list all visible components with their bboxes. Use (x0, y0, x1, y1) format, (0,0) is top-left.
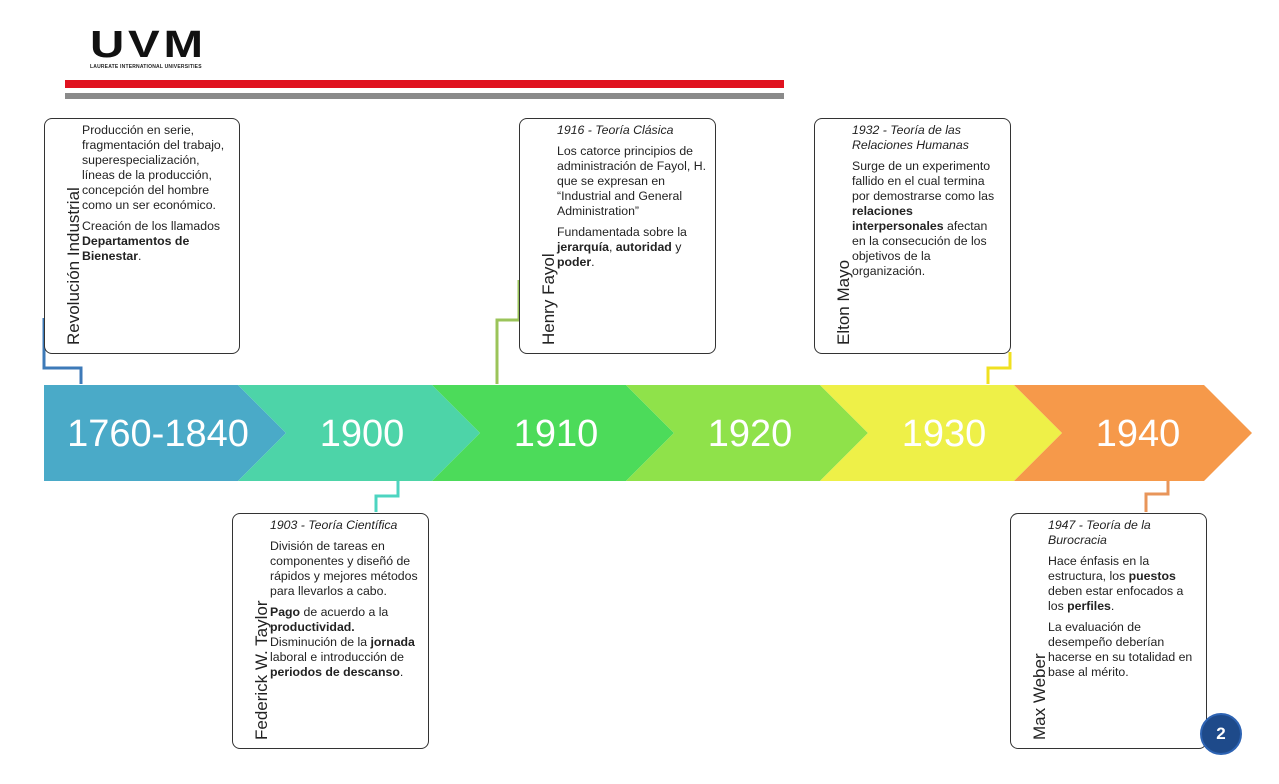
card-paragraph-1: Surge de un experimento fallido en el cu… (852, 159, 1002, 279)
card-paragraph-2: Pago de acuerdo a la productividad. Dism… (270, 605, 420, 680)
card-title: Henry Fayol (539, 253, 558, 345)
chevron-1930 (820, 385, 1062, 481)
text-run-bold: relaciones interpersonales (852, 204, 944, 233)
text-run-bold: periodos de descanso (270, 665, 400, 679)
text-run: . (591, 255, 595, 269)
text-run: , (608, 240, 616, 254)
text-run: Disminución de la (270, 635, 371, 649)
card-side-title: Henry Fayol (520, 119, 558, 353)
card-taylor: Federick W. Taylor 1903 - Teoría Científ… (232, 513, 429, 749)
text-run: . (138, 249, 142, 263)
card-heading: 1916 - Teoría Clásica (557, 123, 674, 137)
text-run-bold: jerarquía (557, 240, 609, 254)
text-run-bold: Departamentos de Bienestar (82, 234, 190, 263)
text-run: de acuerdo a la (300, 605, 389, 619)
text-run-bold: puestos (1128, 569, 1176, 583)
card-paragraph-2: Fundamentada sobre la jerarquía, autorid… (557, 225, 707, 270)
card-heading: 1932 - Teoría de las Relaciones Humanas (852, 123, 969, 152)
chevron-1760-1840 (44, 385, 286, 481)
card-title: Elton Mayo (834, 259, 853, 345)
card-paragraph-1: Producción en serie, fragmentación del t… (82, 123, 225, 212)
card-body: 1947 - Teoría de la Burocracia Hace énfa… (1048, 518, 1198, 686)
page-number: 2 (1216, 724, 1226, 743)
timeline-chevrons (44, 385, 1252, 481)
year-label-5: 1930 (902, 413, 987, 455)
card-heading: 1903 - Teoría Científica (270, 518, 398, 532)
year-label-3: 1910 (514, 413, 599, 455)
text-run-bold: Pago (270, 605, 301, 619)
text-run: . (399, 665, 404, 679)
text-run: Hace énfasis en la estructura, los (1048, 554, 1150, 583)
text-run: afectan en la consecución de los objetiv… (852, 219, 988, 278)
card-side-title: Revolución Industrial (45, 119, 83, 353)
card-paragraph-2: Creación de los llamados Departamentos d… (82, 219, 231, 264)
connector-weber (1144, 481, 1170, 512)
year-label-6: 1940 (1096, 413, 1181, 455)
text-run: Creación de los llamados (82, 219, 221, 233)
connector-fayol (495, 280, 521, 384)
chevron-1910 (432, 385, 674, 481)
card-body: Producción en serie, fragmentación del t… (82, 123, 231, 270)
connector-mayo (986, 352, 1012, 384)
chevron-1920 (626, 385, 868, 481)
card-mayo: Elton Mayo 1932 - Teoría de las Relacion… (814, 118, 1011, 354)
text-run-bold: jornada (370, 635, 415, 649)
header-red-bar (65, 80, 784, 88)
card-title: Max Weber (1030, 653, 1049, 740)
page-number-badge: 2 (1200, 713, 1242, 755)
card-heading: 1947 - Teoría de la Burocracia (1048, 518, 1151, 547)
year-label-4: 1920 (708, 413, 793, 455)
card-side-title: Elton Mayo (815, 119, 853, 353)
text-run: y (671, 240, 682, 254)
connector-taylor (374, 481, 400, 512)
text-run: . (1110, 599, 1115, 613)
card-body: 1903 - Teoría Científica División de tar… (270, 518, 420, 686)
header-gray-bar (65, 93, 784, 99)
text-run-bold: poder (557, 255, 592, 269)
card-fayol: Henry Fayol 1916 - Teoría Clásica Los ca… (519, 118, 716, 354)
logo-text: UVM (90, 24, 207, 66)
card-title: Revolución Industrial (64, 187, 83, 345)
text-run: Fundamentada sobre la (557, 225, 687, 239)
card-paragraph-2: La evaluación de desempeño deberían hace… (1048, 620, 1193, 679)
text-run-bold: autoridad (615, 240, 672, 254)
text-run-bold: perfiles (1067, 599, 1111, 613)
year-label-2: 1900 (320, 413, 405, 455)
uvm-logo: UVM LAUREATE INTERNATIONAL UNIVERSITIES (90, 26, 230, 72)
card-weber: Max Weber 1947 - Teoría de la Burocracia… (1010, 513, 1207, 749)
card-paragraph-1: Hace énfasis en la estructura, los puest… (1048, 554, 1198, 614)
chevron-1940 (1014, 385, 1252, 481)
chevron-1900 (238, 385, 480, 481)
text-run: laboral e introducción de (270, 650, 404, 664)
card-side-title: Max Weber (1011, 514, 1049, 748)
text-run: Surge de un experimento fallido en el cu… (852, 159, 995, 203)
year-labels: 1760-1840 1900 1910 1920 1930 1940 (67, 413, 1180, 455)
year-label-1: 1760-1840 (67, 413, 249, 455)
text-run: deben estar enfocados a los (1048, 584, 1184, 613)
card-body: 1916 - Teoría Clásica Los catorce princi… (557, 123, 707, 276)
card-body: 1932 - Teoría de las Relaciones Humanas … (852, 123, 1002, 285)
text-run-bold: productividad. (270, 620, 355, 634)
logo-subtitle: LAUREATE INTERNATIONAL UNIVERSITIES (90, 64, 202, 70)
card-paragraph-1: Los catorce principios de administración… (557, 144, 706, 218)
card-side-title: Federick W. Taylor (233, 514, 271, 748)
card-revolucion-industrial: Revolución Industrial Producción en seri… (44, 118, 240, 354)
card-title: Federick W. Taylor (252, 600, 271, 740)
card-paragraph-1: División de tareas en componentes y dise… (270, 539, 418, 598)
